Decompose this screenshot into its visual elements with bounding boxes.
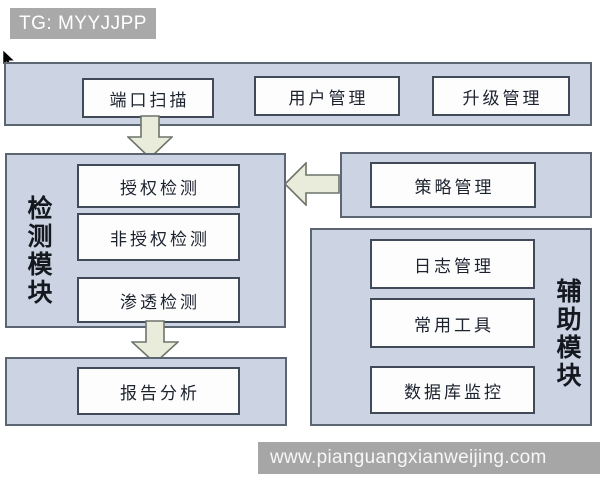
arrow-port-scan-to-detection bbox=[127, 115, 173, 159]
tag-overlay-label: TG: MYYJJPP bbox=[10, 8, 156, 39]
detection-module-title: 检测模块 bbox=[24, 195, 51, 307]
node-unauthorized-detection: 非授权检测 bbox=[77, 213, 240, 261]
arrow-policy-to-detection bbox=[284, 162, 340, 206]
node-policy-management: 策略管理 bbox=[370, 162, 536, 208]
node-penetration-detection: 渗透检测 bbox=[77, 277, 240, 323]
watermark-url: www.pianguangxianweijing.com bbox=[258, 442, 600, 474]
node-report-analysis: 报告分析 bbox=[77, 367, 240, 415]
node-common-tools: 常用工具 bbox=[370, 298, 535, 348]
group-auxiliary-module: 日志管理 常用工具 数据库监控 辅助模块 bbox=[310, 228, 592, 426]
node-database-monitoring: 数据库监控 bbox=[370, 366, 535, 414]
policy-management-band: 策略管理 bbox=[340, 152, 592, 218]
node-upgrade-management: 升级管理 bbox=[432, 76, 570, 116]
node-port-scan: 端口扫描 bbox=[82, 78, 214, 118]
group-detection-module: 检测模块 授权检测 非授权检测 渗透检测 bbox=[5, 153, 286, 328]
auxiliary-module-title: 辅助模块 bbox=[553, 278, 580, 390]
node-user-management: 用户管理 bbox=[254, 76, 400, 116]
node-log-management: 日志管理 bbox=[370, 239, 535, 289]
group-report-analysis: 报告分析 bbox=[5, 357, 287, 426]
top-modules-band: 端口扫描 用户管理 升级管理 bbox=[4, 62, 592, 126]
arrow-detection-to-report bbox=[131, 320, 179, 364]
node-authorized-detection: 授权检测 bbox=[77, 164, 240, 208]
